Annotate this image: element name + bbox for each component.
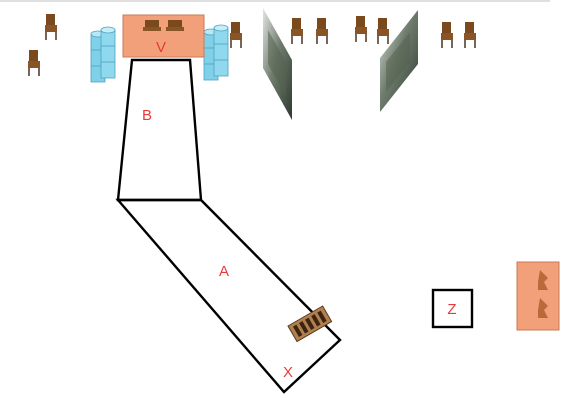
barrel-stack-icon [203,24,229,81]
chair-icon [440,21,454,49]
chair-icon [354,15,368,43]
zone-label-a: A [219,263,229,280]
chair-icon [27,49,41,77]
zone-a: A [115,198,342,394]
zone-label-x: X [283,364,293,381]
zone-b: B [116,58,203,202]
zone-label-z: Z [447,301,456,318]
bench-icon [143,20,184,31]
chair-icon [44,13,58,41]
chair-icon [463,21,477,49]
tilted-panel-icon [263,8,292,120]
zone-label-v: V [156,39,166,56]
chair-icon [290,17,304,45]
chair-icon [376,17,390,45]
barrel-stack-icon [90,26,116,83]
zone-label-b: B [142,107,152,124]
zone-z: Z [431,288,474,329]
chair-icon [229,21,243,49]
tilted-panel-icon [380,10,418,112]
chair-icon [315,17,329,45]
zone-v: V [122,14,205,58]
bench-icon [287,305,333,343]
seat-block-icon [516,261,560,331]
